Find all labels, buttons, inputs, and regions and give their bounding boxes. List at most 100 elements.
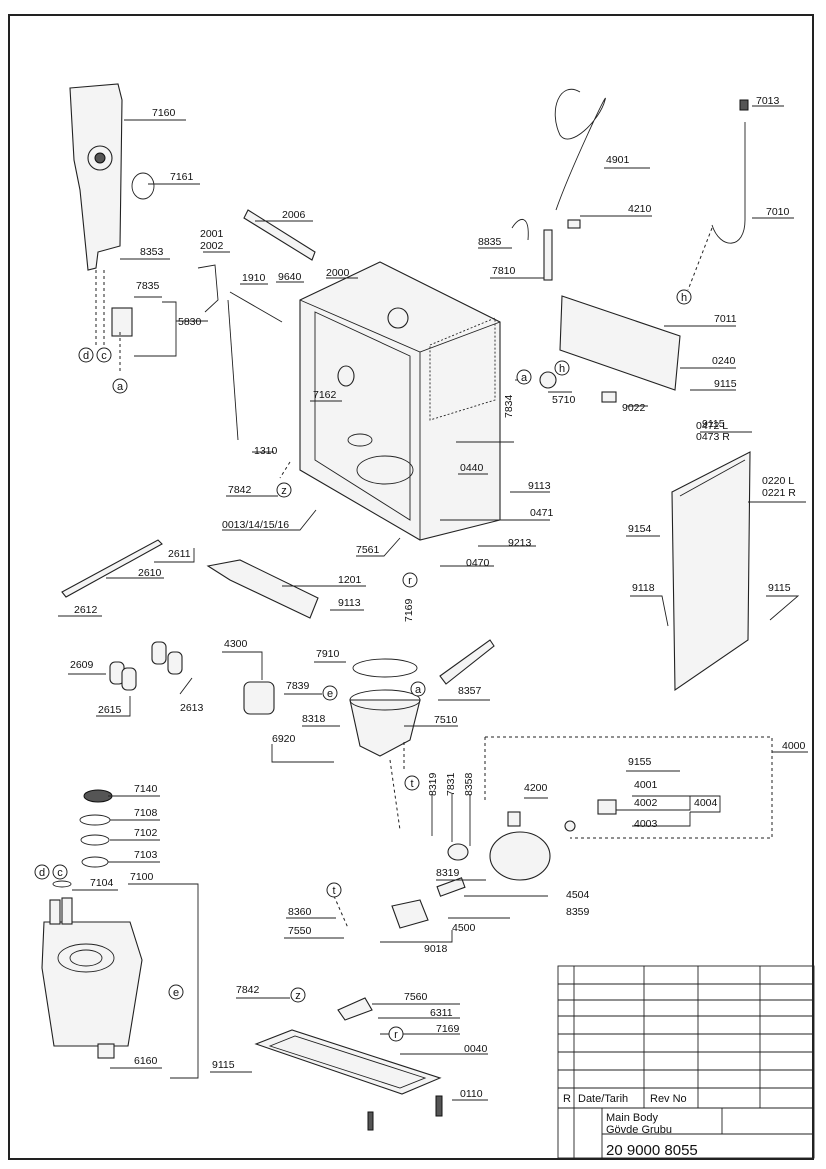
callout-r-2: r xyxy=(394,1029,398,1041)
callout-z-2: z xyxy=(295,990,301,1002)
part-label-7834: 7834 xyxy=(503,394,515,418)
support-panel-shape xyxy=(559,295,681,391)
part-label-2615: 2615 xyxy=(98,704,122,716)
callout-h-2: h xyxy=(559,363,565,375)
callout-h: h xyxy=(681,292,687,304)
part-label-8357: 8357 xyxy=(458,685,482,697)
part-label-8359: 8359 xyxy=(566,906,590,918)
part-label-6160: 6160 xyxy=(134,1055,158,1067)
part-label-7169: 7169 xyxy=(436,1023,460,1035)
part-label-7140: 7140 xyxy=(134,783,158,795)
part-label-9115: 9115 xyxy=(714,378,737,390)
part-label-8318: 8318 xyxy=(302,713,326,725)
callout-c-2: c xyxy=(57,867,63,879)
part-label-1201: 1201 xyxy=(338,574,362,586)
part-label-9640: 9640 xyxy=(278,271,302,283)
part-label-1910: 1910 xyxy=(242,272,266,284)
title-en: Main Body xyxy=(606,1112,658,1124)
part-label-9115: 9115 xyxy=(768,582,791,594)
callout-z: z xyxy=(281,485,287,497)
leader-lines xyxy=(58,105,808,1101)
part-label-9018: 9018 xyxy=(424,943,448,955)
part-label-9154: 9154 xyxy=(628,523,652,535)
callout-a: a xyxy=(117,381,124,393)
part-label-4500: 4500 xyxy=(452,922,476,934)
part-label-7162: 7162 xyxy=(313,389,337,401)
part-label-8360: 8360 xyxy=(288,906,312,918)
part-label-8319: 8319 xyxy=(427,772,439,796)
title-block: R Date/Tarih Rev No Main Body Gövde Grub… xyxy=(557,965,815,1159)
part-label-0470: 0470 xyxy=(466,557,490,569)
part-label-7010: 7010 xyxy=(766,206,790,218)
part-label-4210: 4210 xyxy=(628,203,652,215)
part-label-9118: 9118 xyxy=(632,582,655,594)
part-label-2610: 2610 xyxy=(138,567,162,579)
part-label-5830: 5830 xyxy=(178,316,202,328)
part-label-0110: 0110 xyxy=(460,1088,483,1100)
part-label-8358: 8358 xyxy=(463,772,475,796)
side-panel-shape xyxy=(671,451,751,692)
callout-r: r xyxy=(408,575,412,587)
part-label-4003: 4003 xyxy=(634,818,658,830)
part-label-7842: 7842 xyxy=(236,984,260,996)
part-label-8319: 8319 xyxy=(436,867,460,879)
part-label-2001: 2001 xyxy=(200,228,224,240)
base-tray-shape xyxy=(254,1029,442,1095)
part-label-9113: 9113 xyxy=(338,597,361,609)
part-label-7560: 7560 xyxy=(404,991,428,1003)
part-label-0040: 0040 xyxy=(464,1043,488,1055)
part-label-0473-R: 0473 R xyxy=(696,431,730,443)
part-label-4004: 4004 xyxy=(694,797,718,809)
part-label-7561: 7561 xyxy=(356,544,380,556)
callout-circles: d c a z h a h r e a t d c e t z r xyxy=(34,289,692,1042)
part-label-7102: 7102 xyxy=(134,827,158,839)
part-label-7839: 7839 xyxy=(286,680,310,692)
part-label-4002: 4002 xyxy=(634,797,658,809)
part-label-4001: 4001 xyxy=(634,779,658,791)
callout-a-2: a xyxy=(521,372,528,384)
callout-t-2: t xyxy=(332,885,335,897)
circulation-pump-shape xyxy=(489,831,551,881)
part-label-9113: 9113 xyxy=(528,480,551,492)
part-label-9115: 9115 xyxy=(702,418,725,430)
part-label-0013-14-15-16: 0013/14/15/16 xyxy=(222,519,289,531)
part-label-1310: 1310 xyxy=(254,445,278,457)
part-label-2611: 2611 xyxy=(168,548,191,560)
pump-assembly-box xyxy=(485,736,773,839)
part-label-0472-L: 0472 L xyxy=(696,420,728,432)
part-label-2000: 2000 xyxy=(326,267,350,279)
part-label-7835: 7835 xyxy=(136,280,160,292)
drawing-frame xyxy=(8,14,814,1160)
part-label-2612: 2612 xyxy=(74,604,98,616)
part-label-7011: 7011 xyxy=(714,313,737,325)
part-label-8353: 8353 xyxy=(140,246,164,258)
part-label-9213: 9213 xyxy=(508,537,532,549)
title-tr: Gövde Grubu xyxy=(606,1124,672,1136)
part-label-7160: 7160 xyxy=(152,107,176,119)
hose-shape xyxy=(554,89,606,211)
part-label-7104: 7104 xyxy=(90,877,114,889)
part-label-0221-R: 0221 R xyxy=(762,487,796,499)
part-label-7100: 7100 xyxy=(130,871,154,883)
part-label-0440: 0440 xyxy=(460,462,484,474)
part-label-8835: 8835 xyxy=(478,236,502,248)
part-label-7510: 7510 xyxy=(434,714,458,726)
rev-header: Rev No xyxy=(650,1093,687,1105)
date-header: Date/Tarih xyxy=(578,1093,628,1105)
callout-a-3: a xyxy=(415,684,422,696)
part-label-7169: 7169 xyxy=(403,598,415,622)
hinge-bracket-shape xyxy=(197,264,219,313)
doc-number: 20 9000 8055 xyxy=(606,1142,698,1159)
part-label-9115: 9115 xyxy=(212,1059,235,1071)
base-plate-shape xyxy=(206,559,319,619)
part-label-2609: 2609 xyxy=(70,659,94,671)
part-label-7810: 7810 xyxy=(492,265,516,277)
part-label-4000: 4000 xyxy=(782,740,806,752)
part-label-7842: 7842 xyxy=(228,484,252,496)
callout-t: t xyxy=(410,778,413,790)
part-label-9022: 9022 xyxy=(622,402,646,414)
part-label-7910: 7910 xyxy=(316,648,340,660)
part-label-7108: 7108 xyxy=(134,807,158,819)
part-label-0240: 0240 xyxy=(712,355,736,367)
